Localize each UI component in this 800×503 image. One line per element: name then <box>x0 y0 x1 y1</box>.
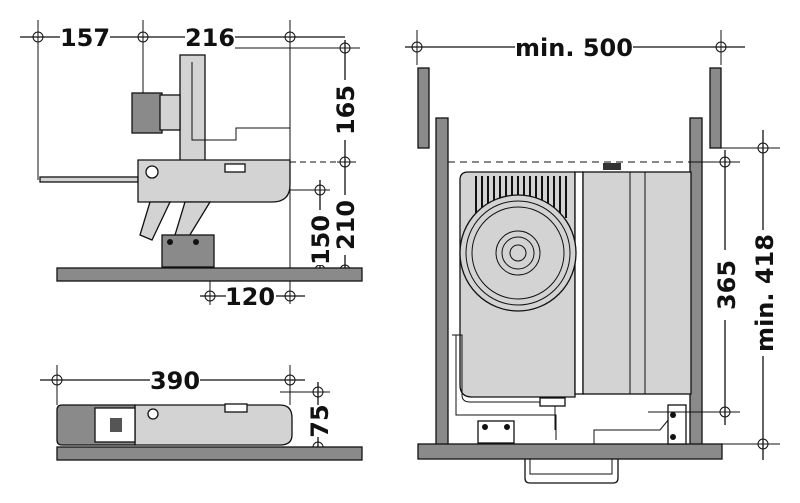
dim-150-label: 150 <box>307 215 335 265</box>
dim-210-label: 210 <box>332 200 360 250</box>
carriage-tray <box>39 176 139 183</box>
slicer-plan-drawing <box>56 403 363 461</box>
dim-157-label: 157 <box>60 24 110 52</box>
slicer-front-drawing <box>452 163 692 445</box>
drawer-wall-left <box>435 117 449 447</box>
cabinet-side-left <box>417 67 430 149</box>
cabinet-side-right <box>709 67 722 149</box>
dim-min-418-label: min. 418 <box>751 234 779 352</box>
dim-75-label: 75 <box>306 404 334 437</box>
dim-390-label: 390 <box>150 367 200 395</box>
dim-216-label: 216 <box>185 24 235 52</box>
blade <box>459 194 577 312</box>
drawer-handle <box>524 459 619 484</box>
support-legs <box>139 201 212 241</box>
drawer-bottom <box>417 443 723 460</box>
carriage-block <box>582 171 692 395</box>
drawer-wall-right <box>689 117 703 447</box>
countertop-plan <box>56 446 363 461</box>
dim-120-label: 120 <box>225 283 275 311</box>
product-pusher <box>131 92 163 134</box>
slicer-housing <box>137 159 291 203</box>
countertop <box>56 267 363 282</box>
front-view: min. 500 <box>405 30 780 484</box>
dim-365-label: 365 <box>713 260 741 310</box>
slicer-side-drawing <box>39 54 363 282</box>
dim-165-label: 165 <box>332 85 360 135</box>
side-view: 157 216 165 210 150 120 <box>20 20 363 311</box>
plan-view: 390 75 <box>40 365 363 461</box>
dim-min-500-label: min. 500 <box>515 34 633 62</box>
